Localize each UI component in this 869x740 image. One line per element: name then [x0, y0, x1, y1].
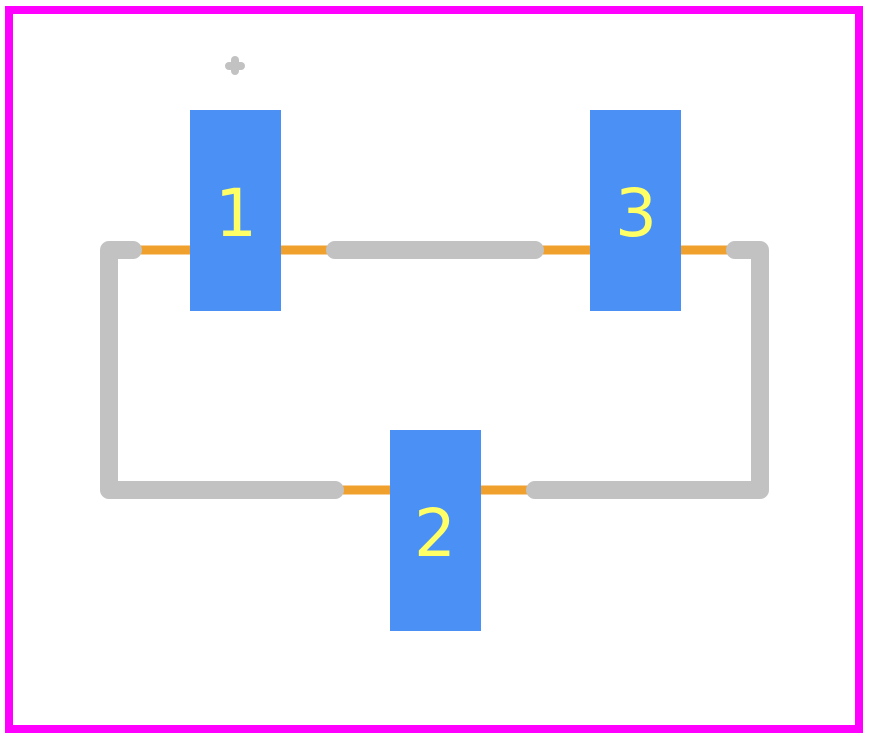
silk-left-bracket — [100, 241, 344, 499]
pad-2-label: 2 — [414, 495, 456, 572]
pad-3-label: 3 — [615, 175, 657, 252]
silk-right-bracket — [526, 241, 769, 499]
pad-1 — [190, 110, 281, 311]
pad-1-label: 1 — [215, 175, 257, 252]
silkscreen-outline — [100, 241, 769, 499]
pad-2 — [390, 430, 481, 631]
courtyard-outline — [5, 6, 863, 733]
pad-3 — [590, 110, 681, 311]
pin1-marker-icon — [225, 56, 245, 75]
